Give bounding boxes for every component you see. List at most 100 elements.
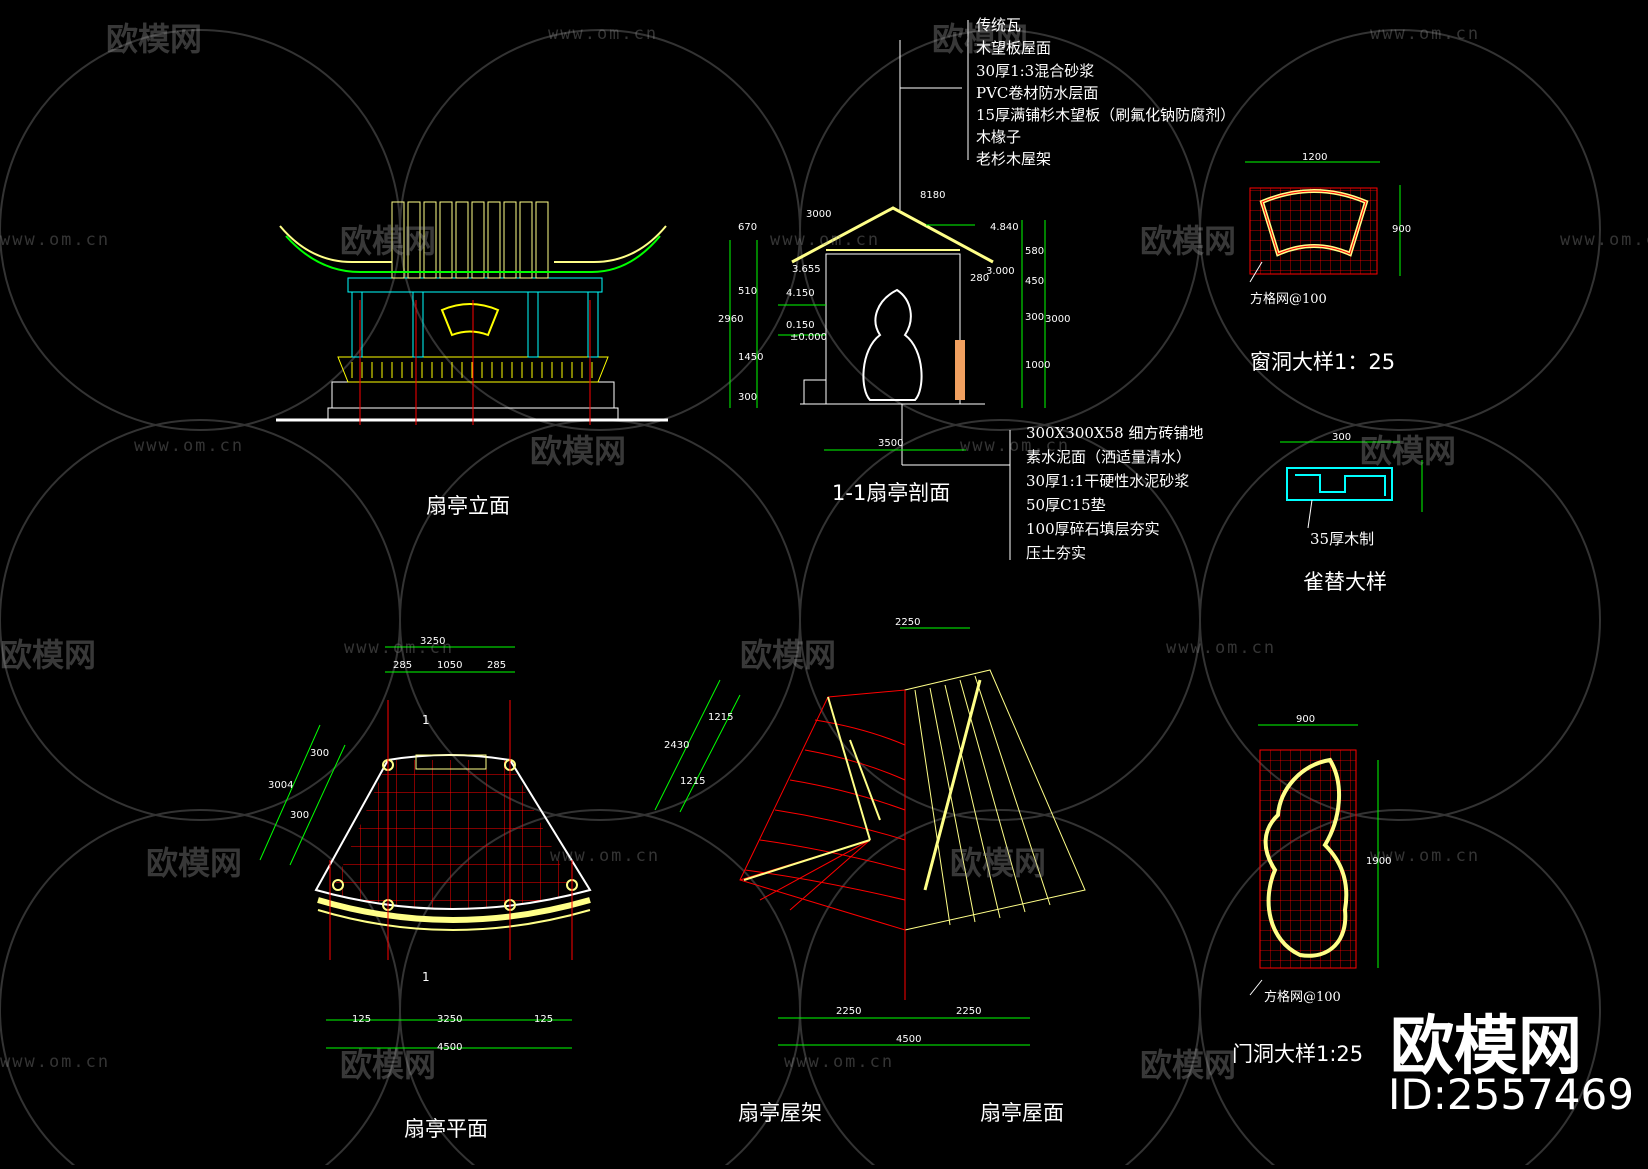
dim-label: 2960	[718, 314, 744, 325]
dim-label: 4500	[896, 1034, 922, 1045]
window-detail-drawing	[1245, 161, 1401, 283]
watermark-url: www.om.cn	[770, 230, 881, 250]
watermark-url: www.om.cn	[0, 1052, 111, 1072]
floor-note: 压土夯实	[1026, 544, 1087, 562]
door-detail-drawing	[1249, 724, 1379, 996]
dim-label: 300	[738, 392, 758, 403]
section-mark: 4.840	[990, 222, 1019, 233]
section-mark: 8180	[920, 190, 946, 201]
dim-label: 2430	[664, 740, 690, 751]
roof-note: 15厚满铺杉木望板（刷氟化钠防腐剂）	[976, 106, 1236, 124]
watermark-url: www.om.cn	[1370, 24, 1481, 44]
watermark-logo: 欧模网	[1140, 222, 1237, 260]
floor-note: 30厚1:1干硬性水泥砂浆	[1026, 472, 1190, 490]
watermark-url: www.om.cn	[1370, 846, 1481, 866]
watermark-logo: 欧模网	[1140, 1046, 1237, 1084]
dim-label: 300	[1332, 432, 1352, 443]
floor-note: 素水泥面（洒适量清水）	[1026, 448, 1192, 466]
watermark-url: www.om.cn	[1166, 638, 1277, 658]
watermark-url: www.om.cn	[1560, 230, 1648, 250]
dim-label: 900	[1296, 714, 1316, 725]
brand-id: ID:2557469	[1388, 1070, 1634, 1119]
title-elevation: 扇亭立面	[426, 494, 510, 518]
title-window-detail: 窗洞大样1：25	[1250, 350, 1396, 374]
watermark-logo: 欧模网	[106, 20, 203, 58]
dim-label: 300	[1025, 312, 1045, 323]
window-grid-note: 方格网@100	[1250, 292, 1327, 307]
watermark-logo: 欧模网	[950, 844, 1047, 882]
dim-label: 2250	[836, 1006, 862, 1017]
dim-label: 1450	[738, 352, 764, 363]
roof-note: 木望板屋面	[976, 39, 1052, 57]
dim-label: 285	[393, 660, 413, 671]
watermark-url: www.om.cn	[548, 24, 659, 44]
door-grid-note: 方格网@100	[1264, 990, 1341, 1005]
watermark-arcs	[0, 29, 1601, 1169]
roof-note: 老杉木屋架	[976, 150, 1052, 168]
watermark-logo: 欧模网	[340, 222, 437, 260]
section-mark: ±0.000	[790, 332, 828, 343]
roof-note: 30厚1:3混合砂浆	[976, 62, 1095, 80]
plan-drawing	[259, 646, 592, 1049]
watermark-logo: 欧模网	[932, 20, 1029, 58]
watermark-url: www.om.cn	[344, 638, 455, 658]
dim-label: 3004	[268, 780, 294, 791]
bracket-note: 35厚木制	[1310, 530, 1375, 548]
section-mark: 280	[970, 273, 990, 284]
dim-label: 450	[1025, 276, 1045, 287]
dim-label: 300	[290, 810, 310, 821]
watermark-url: www.om.cn	[0, 230, 111, 250]
watermark-logo: 欧模网	[340, 1046, 437, 1084]
roof-note: 传统瓦	[976, 16, 1022, 34]
dim-label: 3250	[437, 1014, 463, 1025]
watermark-logo: 欧模网	[530, 432, 627, 470]
dim-label: 285	[487, 660, 507, 671]
section-mark: 3000	[806, 209, 832, 220]
title-bracket-detail: 雀替大样	[1303, 570, 1387, 594]
dim-label: 1200	[1302, 152, 1328, 163]
watermark-logo: 欧模网	[146, 844, 243, 882]
watermark-logo: 欧模网	[740, 636, 837, 674]
title-section: 1-1扇亭剖面	[832, 481, 951, 505]
watermark-url: www.om.cn	[784, 1052, 895, 1072]
section-mark: 0.150	[786, 320, 815, 331]
dim-label: 1050	[437, 660, 463, 671]
roof-note: 木椽子	[976, 128, 1022, 146]
section-cut-label: 1	[422, 713, 430, 727]
watermark-url: www.om.cn	[134, 436, 245, 456]
roof-note: PVC卷材防水层面	[976, 84, 1099, 102]
dim-label: 510	[738, 286, 758, 297]
title-roof-plan: 扇亭屋面	[980, 1101, 1064, 1125]
dim-label: 3250	[420, 636, 446, 647]
dim-label: 1215	[708, 712, 734, 723]
dim-label: 1900	[1366, 856, 1392, 867]
title-roof-frame: 扇亭屋架	[738, 1101, 822, 1125]
elevation-drawing	[276, 201, 668, 425]
dim-label: 900	[1392, 224, 1412, 235]
watermark-url: www.om.cn	[550, 846, 661, 866]
section-mark: 4.150	[786, 288, 815, 299]
dim-label: 4500	[437, 1042, 463, 1053]
dim-label: 670	[738, 222, 758, 233]
dim-label: 125	[534, 1014, 554, 1025]
dim-label: 1215	[680, 776, 706, 787]
floor-note: 300X300X58 细方砖铺地	[1026, 424, 1204, 442]
title-door-detail: 门洞大样1:25	[1232, 1042, 1364, 1066]
roof-drawing	[654, 627, 1086, 1046]
brand-name: 欧模网	[1390, 1010, 1582, 1084]
section-mark: 3.655	[792, 264, 821, 275]
floor-note: 100厚碎石填层夯实	[1026, 520, 1160, 538]
section-cut-label: 1	[422, 970, 430, 984]
dim-label: 2250	[895, 617, 921, 628]
watermark-logo: 欧模网	[0, 636, 97, 674]
title-plan: 扇亭平面	[404, 1117, 488, 1141]
section-drawing	[729, 20, 1046, 560]
dim-label: 3500	[878, 438, 904, 449]
dim-label: 1000	[1025, 360, 1051, 371]
watermark-logo: 欧模网	[1360, 432, 1457, 470]
dim-label: 2250	[956, 1006, 982, 1017]
dim-label: 3000	[1045, 314, 1071, 325]
floor-note: 50厚C15垫	[1026, 496, 1106, 514]
